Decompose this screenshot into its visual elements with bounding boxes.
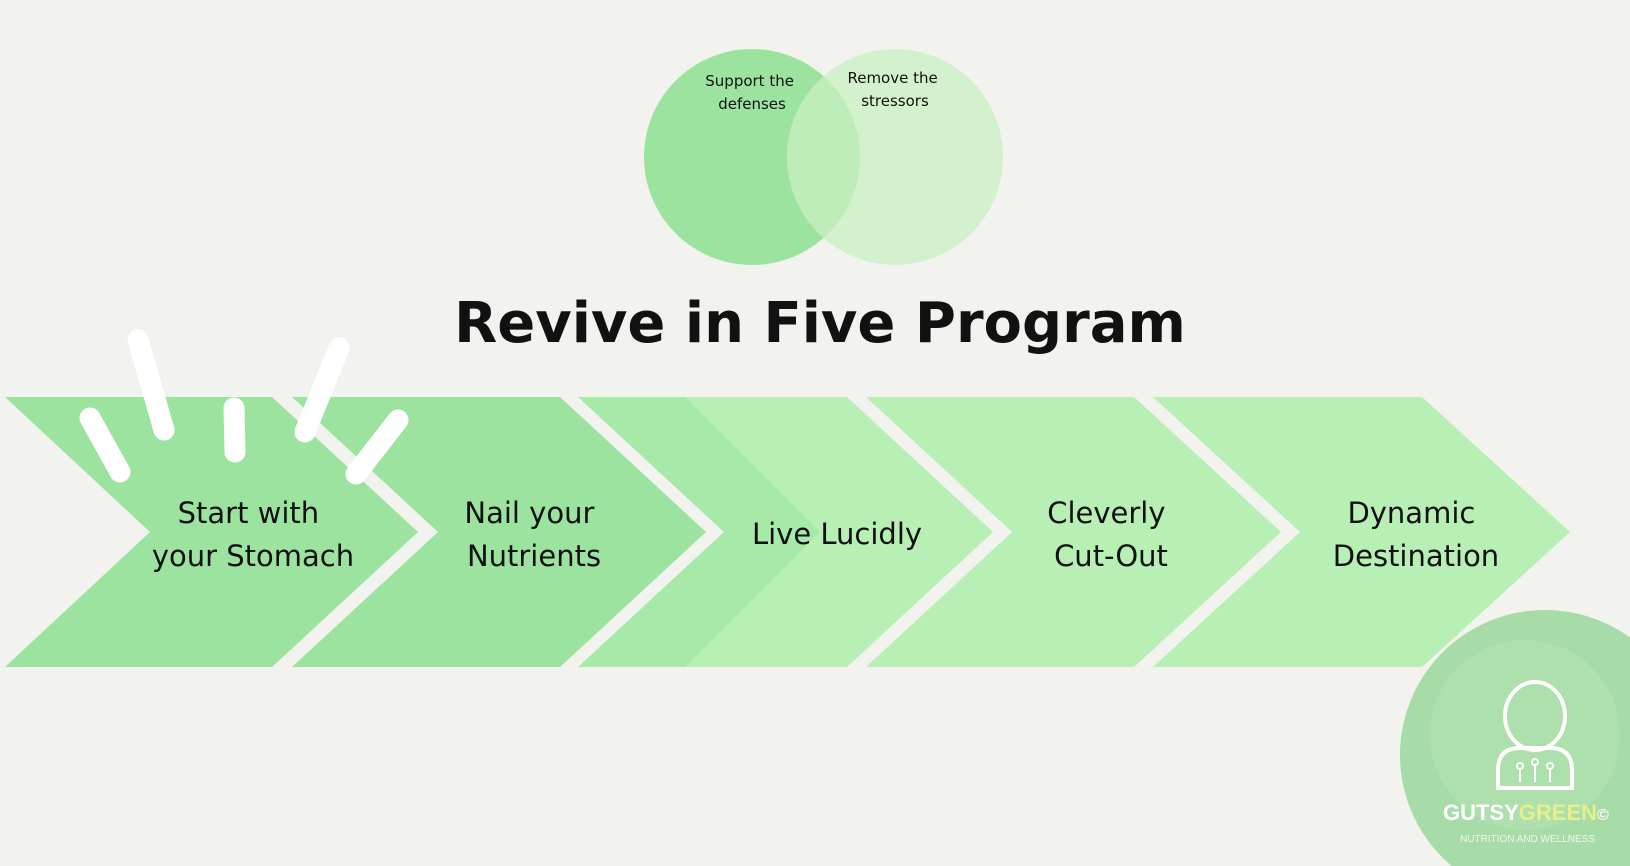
venn-label-support-line2: defenses (718, 95, 786, 113)
brand-logo: GUTSYGREEN© NUTRITION AND WELLNESS (1400, 610, 1630, 866)
venn-diagram: Support the defenses Remove the stressor… (644, 49, 1003, 265)
step-label-1: Start with your Stomach (152, 496, 354, 573)
step-label-5-line2: Destination (1333, 539, 1499, 573)
step-label-2-line2: Nutrients (467, 539, 601, 573)
venn-label-remove-line1: Remove the (847, 69, 937, 87)
step-label-1-line2: your Stomach (152, 539, 354, 573)
logo-copyright-mark: © (1597, 807, 1609, 824)
step-chevron-2 (292, 397, 706, 667)
step-label-3-line1: Live Lucidly (752, 517, 922, 551)
step-label-4: Cleverly Cut-Out (1047, 496, 1175, 573)
page-title: Revive in Five Program (454, 291, 1186, 356)
step-label-4-line1: Cleverly (1047, 496, 1165, 530)
step-chevron-5 (1153, 397, 1570, 667)
step-label-4-line2: Cut-Out (1054, 539, 1168, 573)
logo-wordmark: GUTSYGREEN© (1443, 800, 1609, 825)
venn-label-remove: Remove the stressors (847, 69, 942, 110)
step-chevron-3-shade (578, 397, 820, 667)
step-chevron-4 (866, 397, 1281, 667)
venn-label-support-line1: Support the (705, 72, 794, 90)
step-label-2-line1: Nail your (464, 496, 594, 530)
step-label-1-line1: Start with (178, 496, 320, 530)
person-icon (1496, 680, 1574, 790)
step-label-5: Dynamic Destination (1333, 496, 1499, 573)
logo-brand-part2: GREEN (1519, 800, 1597, 825)
step-label-2: Nail your Nutrients (464, 496, 603, 573)
step-flow: Start with your Stomach Nail your Nutrie… (5, 397, 1570, 667)
sparkle-icon (79, 329, 409, 485)
step-label-5-line1: Dynamic (1347, 496, 1475, 530)
step-label-3: Live Lucidly (752, 517, 922, 551)
venn-circle-remove (787, 49, 1003, 265)
venn-label-remove-line2: stressors (861, 92, 929, 110)
logo-tagline: NUTRITION AND WELLNESS (1460, 834, 1595, 845)
logo-brand-part1: GUTSY (1443, 800, 1519, 825)
venn-label-support: Support the defenses (705, 72, 798, 113)
